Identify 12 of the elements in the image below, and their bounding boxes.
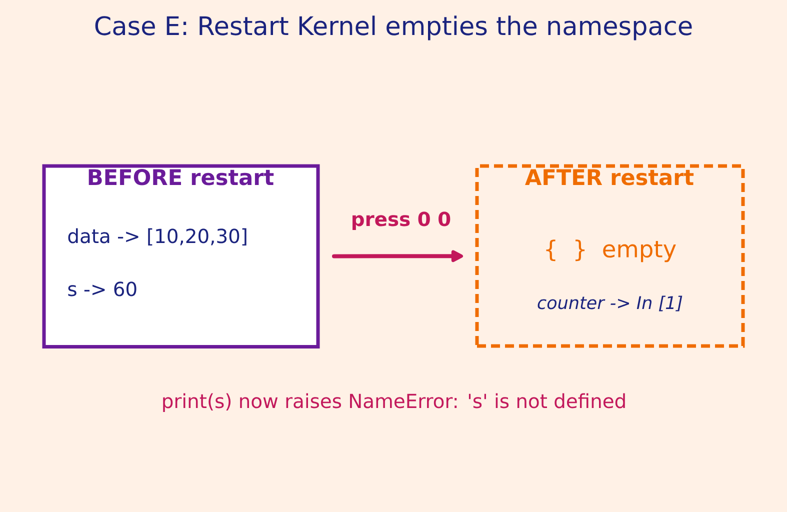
namespace-box: [42, 164, 320, 348]
panel-heading: BEFORE restart: [88, 168, 274, 186]
panel-heading: AFTER restart: [525, 169, 694, 186]
note-text: print(s) now raises NameError: 's' is not defined: [163, 393, 625, 412]
arrow: [332, 250, 463, 262]
variable-entry: s -> 60: [68, 282, 136, 296]
counter-note: counter -> In [1]: [538, 296, 682, 312]
edge-label: press 0 0: [350, 210, 452, 232]
namespace-box: [475, 164, 745, 348]
variable-entry: data -> [10,20,30]: [68, 228, 246, 246]
diagram-title: Case E: Restart Kernel empties the namespace: [95, 16, 692, 40]
empty-namespace-text: { } empty: [546, 240, 676, 262]
